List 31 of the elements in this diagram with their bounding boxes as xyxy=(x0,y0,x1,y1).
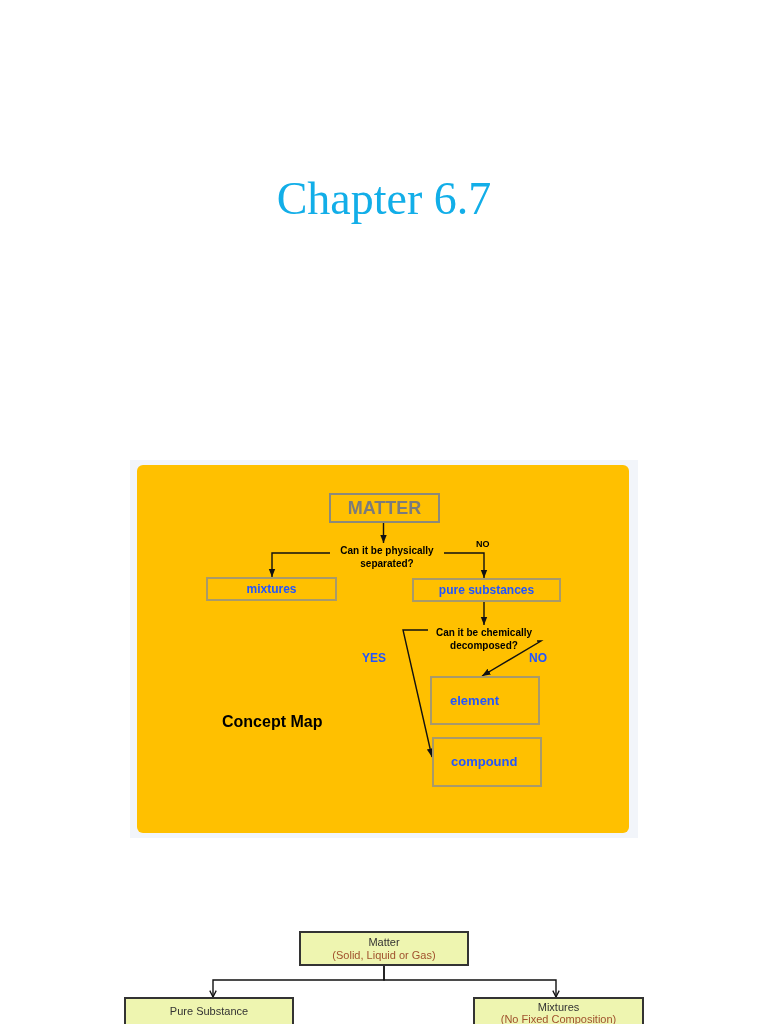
panel-caption: Concept Map xyxy=(222,712,323,732)
concept-box xyxy=(206,577,337,601)
arrow xyxy=(480,601,488,626)
node-text: (Solid, Liquid or Gas) xyxy=(332,948,436,962)
arrow xyxy=(383,965,560,998)
edge-label: NO xyxy=(476,538,490,551)
node-text: pure substances xyxy=(438,582,535,599)
edge-label: YES xyxy=(362,650,386,667)
node-text: Mixtures xyxy=(537,1001,580,1013)
node-text: compound xyxy=(451,753,518,772)
concept-box xyxy=(124,997,294,1024)
concept-box xyxy=(329,493,440,523)
node-text: Can it be physically separated? xyxy=(339,544,435,570)
arrow xyxy=(268,552,331,578)
arrow xyxy=(481,640,544,677)
node-text: Can it be chemically decomposed? xyxy=(434,625,534,652)
node-text: Matter xyxy=(368,935,400,949)
concept-box xyxy=(473,997,644,1024)
arrow xyxy=(402,629,434,758)
node-text: element xyxy=(450,691,500,710)
concept-box xyxy=(430,676,540,725)
edge-label: NO xyxy=(529,650,547,667)
arrow xyxy=(443,552,488,579)
node-text: Pure Substance xyxy=(169,1005,249,1018)
page-title: Chapter 6.7 xyxy=(275,172,493,226)
concept-box xyxy=(412,578,561,602)
node-text: mixtures xyxy=(246,581,297,598)
concept-box xyxy=(299,931,469,966)
node-text: MATTER xyxy=(347,496,422,520)
concept-box xyxy=(432,737,542,787)
arrow xyxy=(380,522,387,544)
